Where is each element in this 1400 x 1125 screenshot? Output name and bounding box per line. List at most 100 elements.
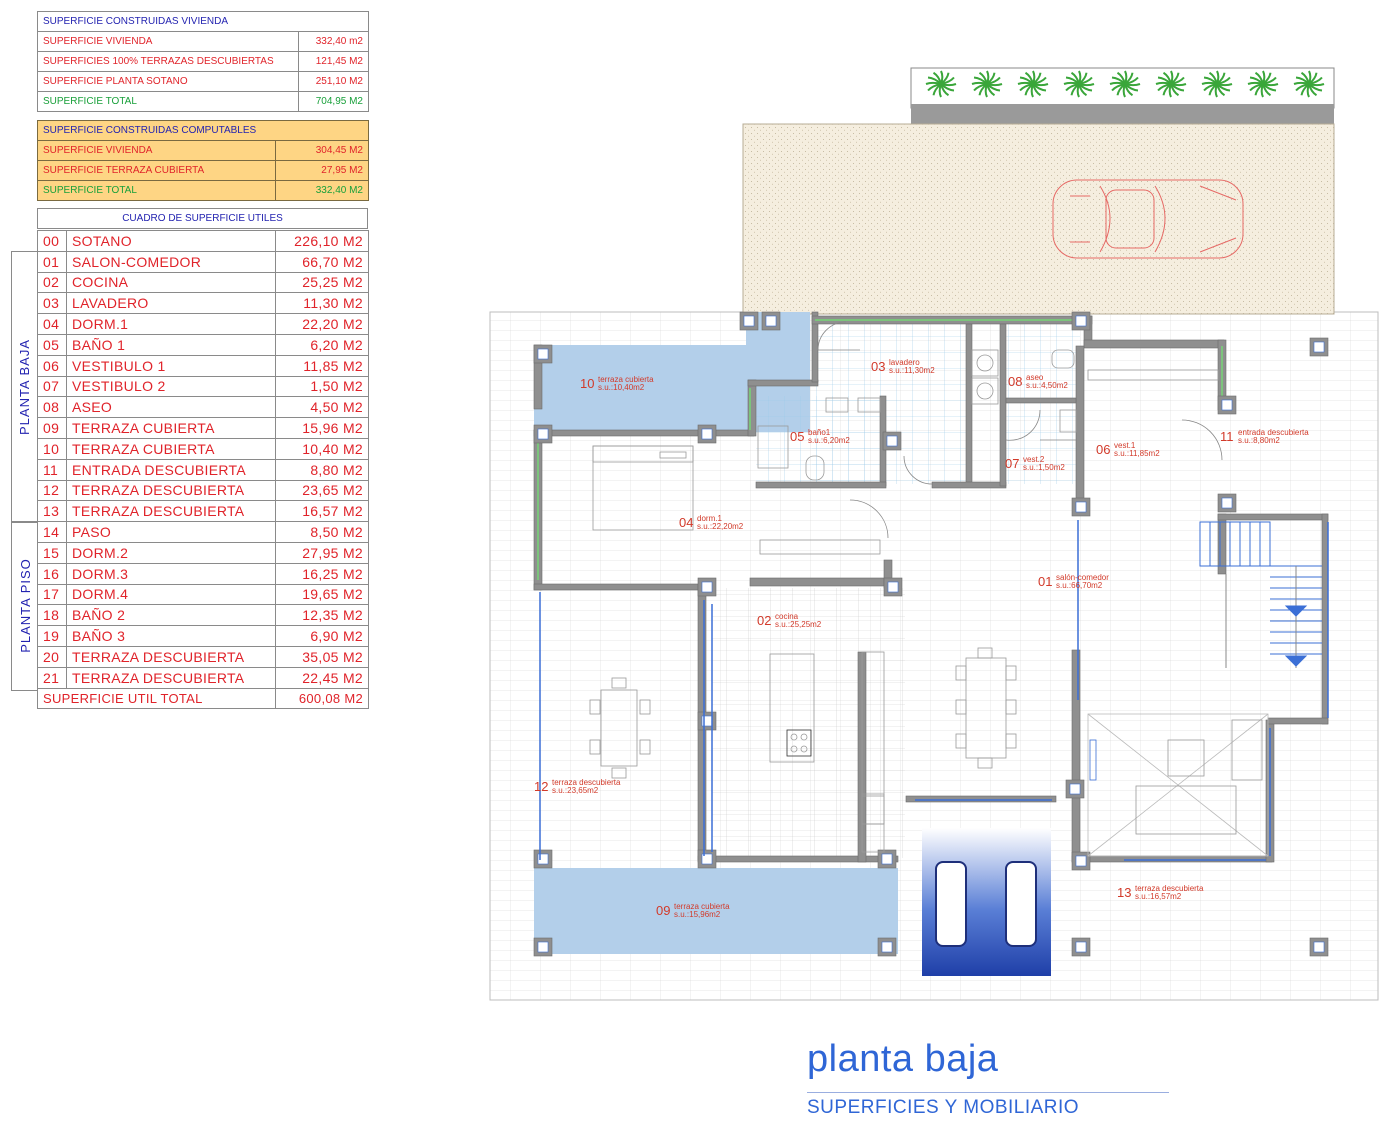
room-number: 13 [1117,885,1131,900]
palm-icon [925,70,957,98]
room-area: s.u.:16,57m2 [1135,892,1182,901]
room-area: s.u.:6,20m2 [808,436,850,445]
gravel-court [742,123,1335,315]
room-area: s.u.:1,50m2 [1023,463,1065,472]
staircase [1199,521,1322,668]
column-core [1075,501,1087,513]
useful-area-header: CUADRO DE SUPERFICIE UTILES [37,208,368,229]
palm-icon [1293,70,1325,98]
windows [539,520,1329,861]
table-row: SUPERFICIES 100% TERRAZAS DESCUBIERTAS 1… [37,51,369,72]
room-name: terraza descubierta [552,778,621,787]
palm-icon [1201,70,1233,98]
room-number: 04 [679,515,693,530]
aseo-floor [1006,324,1080,484]
column-core [1075,315,1087,327]
room-area: s.u.:10,40m2 [598,383,645,392]
room-label: 07 vest.2s.u.:1,50m2 [1005,455,1065,472]
column-core [743,315,755,327]
room-label: 04 dorm.1s.u.:22,20m2 [679,514,744,531]
useful-area-header-table: CUADRO DE SUPERFICIE UTILES [37,208,368,229]
column-core [1221,497,1233,509]
room-number: 01 [1038,574,1052,589]
palm-icon [1063,70,1095,98]
column-core [887,581,899,593]
column-core [881,941,893,953]
garden-wall [911,104,1334,124]
pool-lounger [1005,861,1037,947]
column-core [1075,941,1087,953]
computable-area-header: SUPERFICIE CONSTRUIDAS COMPUTABLES [37,120,369,141]
room-name: lavadero [889,358,920,367]
column-core [1221,399,1233,411]
room-area: s.u.:8,80m2 [1238,436,1280,445]
room-name: dorm.1 [697,514,722,523]
room-number: 08 [1008,374,1022,389]
room-area: s.u.:25,25m2 [775,620,822,629]
room-name: vest.1 [1114,441,1136,450]
column-core [886,435,898,447]
computable-area-table: SUPERFICIE CONSTRUIDAS COMPUTABLES SUPER… [37,120,369,201]
group-bracket-upper [11,521,37,691]
table-row: SUPERFICIE VIVIENDA 332,40 m2 [37,31,369,52]
table-row: SUPERFICIE VIVIENDA 304,45 M2 [37,140,369,161]
room-number: 05 [790,429,804,444]
column-core [1313,941,1325,953]
palm-icon [1109,70,1141,98]
room-name: vest.2 [1023,455,1045,464]
column-core [701,853,713,865]
kitchen-floor [712,588,905,858]
group-bracket-ground [11,251,37,523]
column-core [537,853,549,865]
room-area: s.u.:11,30m2 [889,366,935,375]
room-area: s.u.:15,96m2 [674,910,721,919]
terrace-10 [534,345,748,431]
column-core [701,581,713,593]
room-number: 09 [656,903,670,918]
room-name: salón-comedor [1056,573,1109,582]
column-core [537,348,549,360]
useful-area-total-row: SUPERFICIE UTIL TOTAL 600,08 M2 [37,687,369,710]
column-core [1075,855,1087,867]
computable-area-total-row: SUPERFICIE TOTAL 332,40 M2 [37,180,369,201]
column-core [1069,783,1081,795]
palm-row [925,70,1325,98]
room-number: 07 [1005,456,1019,471]
column-core [537,428,549,440]
room-area: s.u.:22,20m2 [697,522,744,531]
palm-icon [1155,70,1187,98]
room-number: 11 [1220,429,1234,444]
column-core [765,315,777,327]
room-area: s.u.:66,70m2 [1056,581,1103,590]
column-core [537,941,549,953]
structural-columns [533,311,1329,957]
doors [817,321,1223,539]
built-area-total-row: SUPERFICIE TOTAL 704,95 M2 [37,91,369,112]
room-name: aseo [1026,373,1044,382]
room-name: baño1 [808,428,831,437]
room-number: 03 [871,359,885,374]
room-area: s.u.:23,65m2 [552,786,599,795]
room-number: 10 [580,376,594,391]
